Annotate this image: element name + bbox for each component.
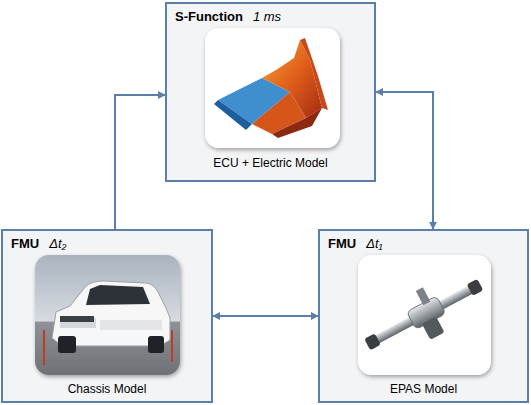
connector-arrow <box>376 92 433 229</box>
time-step: 1 ms <box>253 9 281 24</box>
connector-arrow <box>213 315 318 317</box>
epas-fmu-box: FMU Δt₁ EPAS Model <box>318 229 529 403</box>
matlab-logo <box>205 28 340 148</box>
car-picture <box>35 255 180 375</box>
time-step: Δt₁ <box>366 236 382 251</box>
steering-rack-picture <box>356 255 492 375</box>
box-label: EPAS Model <box>320 382 527 396</box>
box-title: S-Function <box>175 9 243 24</box>
box-ground <box>2 230 212 402</box>
box-heading: S-Function 1 ms <box>175 9 281 24</box>
box-ground <box>319 230 528 402</box>
connector-arrow <box>115 95 165 229</box>
sfunction-box: S-Function 1 ms ECU + Electric Model <box>165 2 376 182</box>
box-title: FMU <box>328 236 356 251</box>
box-title: FMU <box>11 236 39 251</box>
box-label: Chassis Model <box>3 382 211 396</box>
box-label: ECU + Electric Model <box>167 156 374 170</box>
box-heading: FMU Δt₁ <box>328 236 383 251</box>
box-heading: FMU Δt₂ <box>11 236 66 251</box>
box-ground <box>166 3 375 181</box>
time-step: Δt₂ <box>49 236 66 251</box>
chassis-fmu-box: FMU Δt₂ Chassis Model <box>1 229 213 403</box>
